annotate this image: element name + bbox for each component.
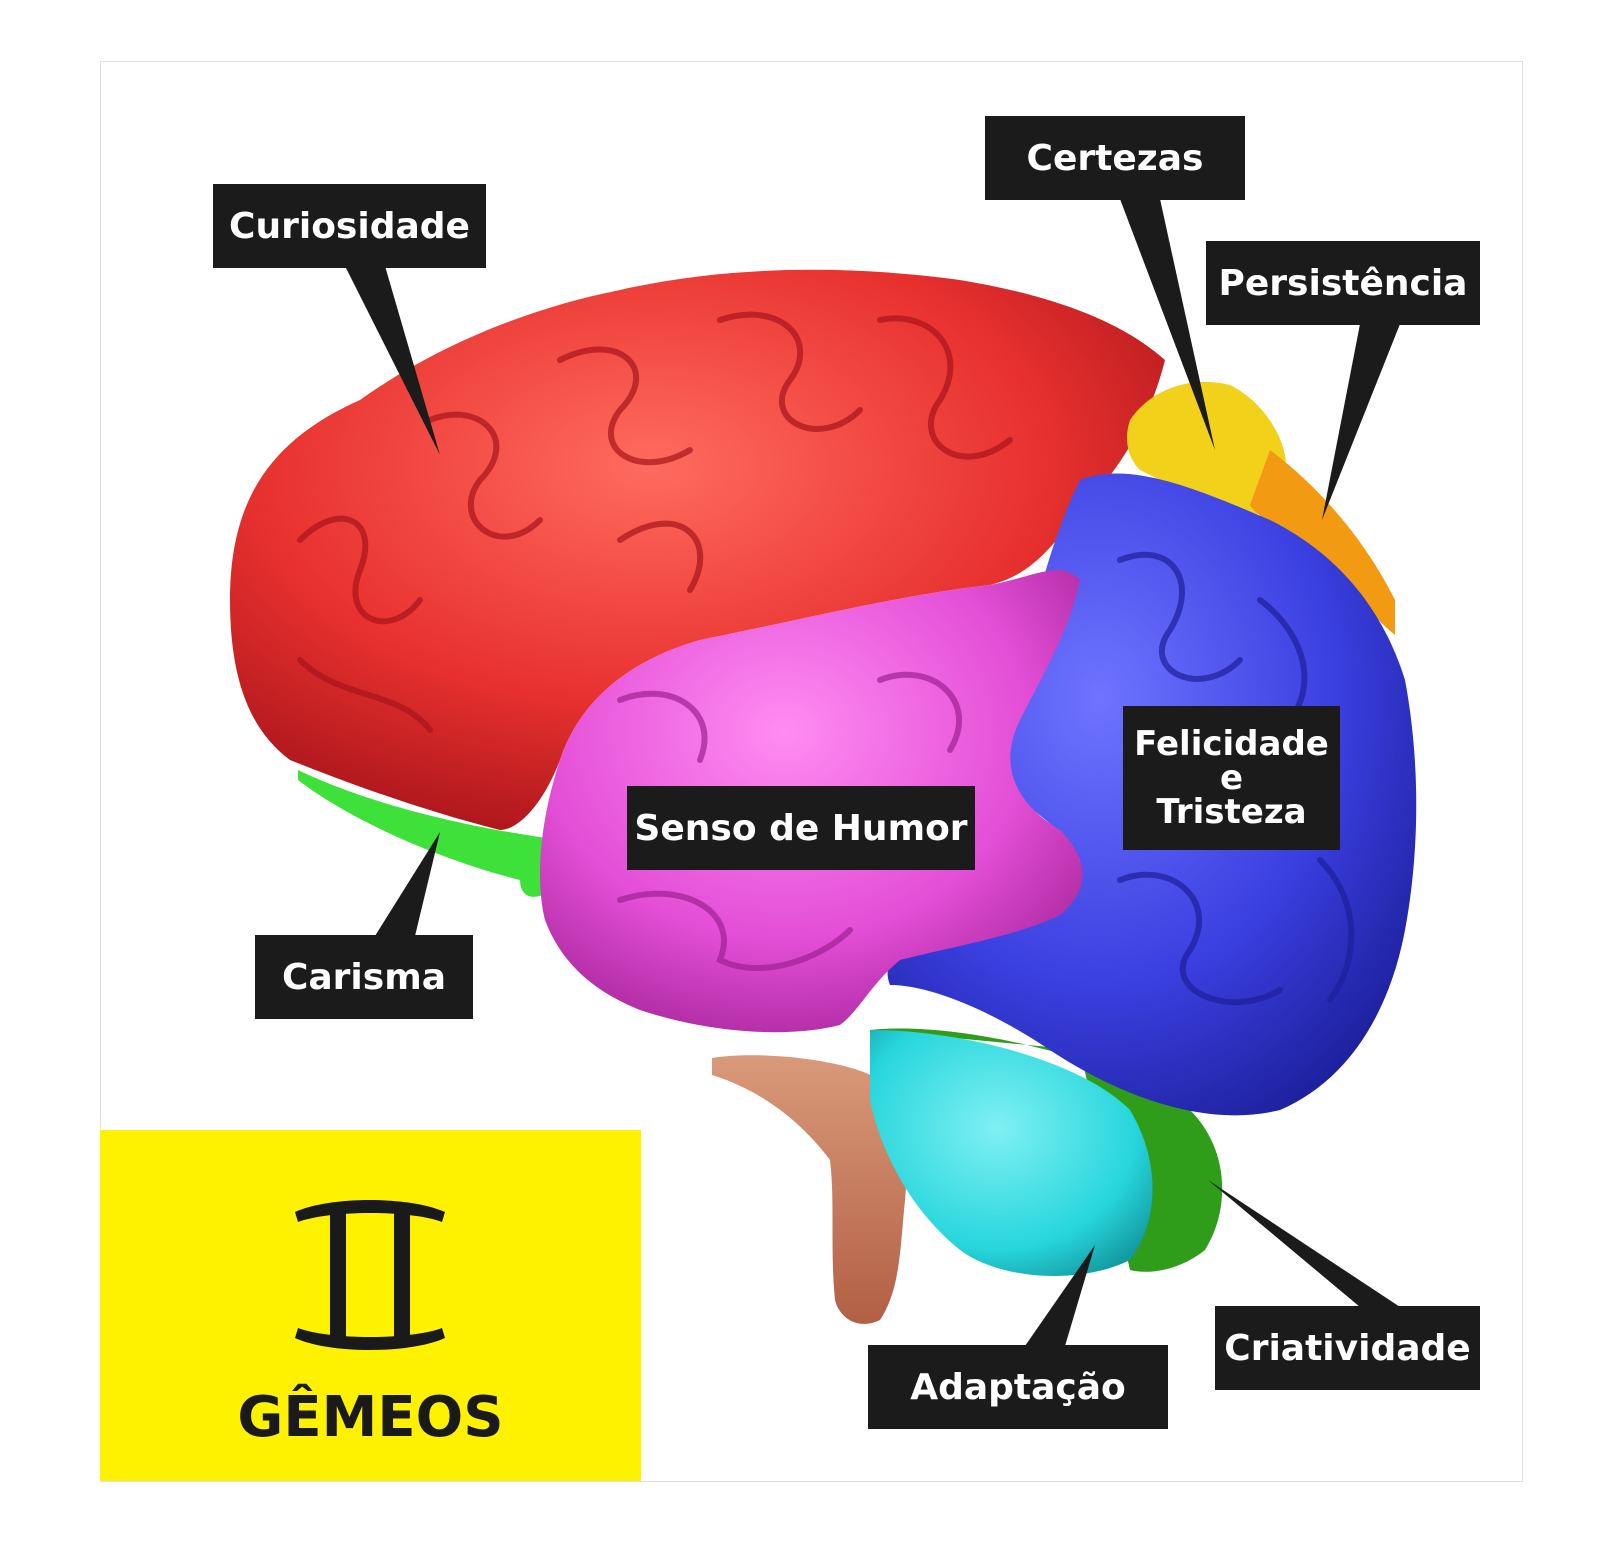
label-felicidade-line3: Tristeza (1156, 795, 1306, 829)
label-criatividade: Criatividade (1215, 1306, 1480, 1390)
label-certezas: Certezas (985, 116, 1245, 200)
gemini-zodiac-icon (290, 1190, 450, 1360)
label-carisma: Carisma (255, 935, 473, 1019)
label-curiosidade: Curiosidade (213, 184, 486, 268)
label-persistencia: Persistência (1206, 241, 1480, 325)
pointer-criatividade (1208, 1180, 1400, 1307)
zodiac-sign-box: GÊMEOS (100, 1130, 641, 1481)
label-senso-de-humor: Senso de Humor (627, 786, 975, 870)
label-felicidade-line1: Felicidade (1134, 727, 1329, 761)
label-felicidade-line2: e (1220, 761, 1243, 795)
pointer-persistencia (1322, 324, 1400, 520)
zodiac-sign-name: GÊMEOS (100, 1385, 641, 1450)
label-adaptacao: Adaptação (868, 1345, 1168, 1429)
label-felicidade-e-tristeza: Felicidade e Tristeza (1123, 706, 1340, 850)
